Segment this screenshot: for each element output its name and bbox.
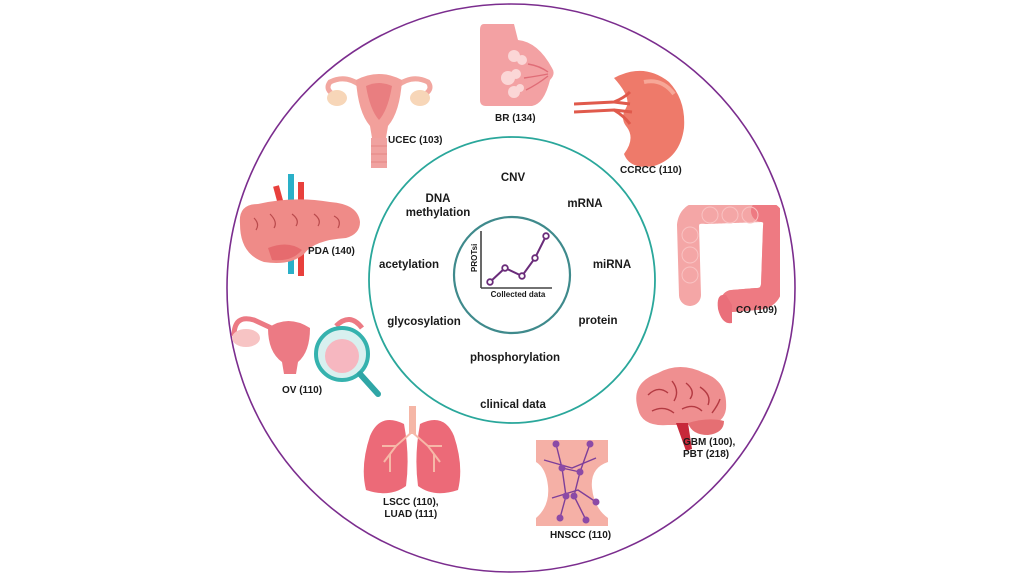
- colon-icon: [676, 205, 780, 324]
- head-neck-icon: [536, 440, 608, 526]
- label-acetylation: acetylation: [378, 259, 440, 271]
- protsi-plot: [480, 231, 552, 289]
- plot-xlabel: Collected data: [490, 290, 546, 299]
- label-mrna: mRNA: [567, 198, 603, 210]
- methylation-line: methylation: [405, 207, 471, 219]
- label-co: CO (109): [736, 305, 778, 316]
- label-ucec: UCEC (103): [388, 135, 443, 146]
- inner-ring: [368, 136, 656, 424]
- uterus-icon: [325, 74, 433, 168]
- label-pda: PDA (140): [308, 246, 355, 257]
- label-cnv: CNV: [500, 172, 526, 184]
- lscc-line: LSCC (110),: [383, 497, 439, 508]
- pbt-line: PBT (218): [683, 449, 730, 460]
- label-gbm-pbt: GBM (100), PBT (218): [683, 437, 735, 461]
- label-lscc-luad: LSCC (110), LUAD (111): [383, 497, 439, 521]
- gbm-line: GBM (100),: [683, 437, 736, 448]
- luad-line: LUAD (111): [384, 509, 438, 520]
- outer-ring: [226, 3, 796, 573]
- label-protein: protein: [578, 315, 618, 327]
- label-dna-methylation: DNA methylation: [398, 192, 478, 220]
- label-phosphorylation: phosphorylation: [469, 352, 561, 364]
- label-glycosylation: glycosylation: [387, 316, 461, 328]
- brain-icon: [636, 367, 727, 451]
- label-br: BR (134): [495, 113, 536, 124]
- label-ov: OV (110): [282, 385, 323, 396]
- breast-icon: [480, 24, 554, 106]
- label-hnscc: HNSCC (110): [550, 530, 612, 541]
- kidney-icon: [574, 70, 685, 167]
- label-clinical-data: clinical data: [480, 399, 546, 411]
- plot-points: [486, 232, 550, 286]
- label-mirna: miRNA: [592, 259, 632, 271]
- lungs-icon: [363, 406, 461, 494]
- ovary-icon: [231, 316, 381, 397]
- label-ccrcc: CCRCC (110): [620, 165, 682, 176]
- plot-ylabel: PROTsi: [470, 243, 479, 272]
- dna-line: DNA: [425, 193, 451, 205]
- pancreas-icon: [239, 174, 360, 276]
